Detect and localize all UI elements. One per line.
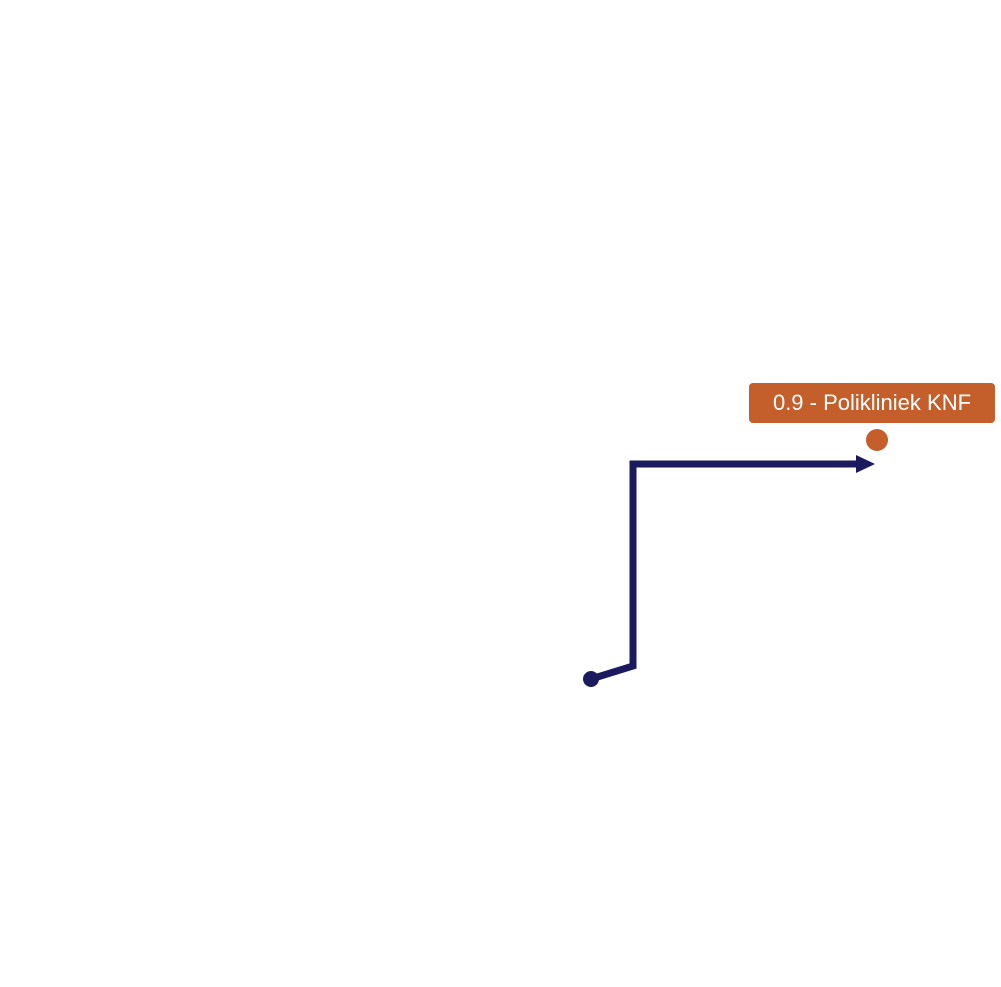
route-arrow-icon	[856, 455, 875, 473]
route-path	[589, 460, 860, 683]
destination-marker-icon[interactable]	[866, 429, 888, 451]
destination-label[interactable]: 0.9 - Polikliniek KNF	[749, 383, 995, 423]
route-start-icon	[583, 671, 599, 687]
